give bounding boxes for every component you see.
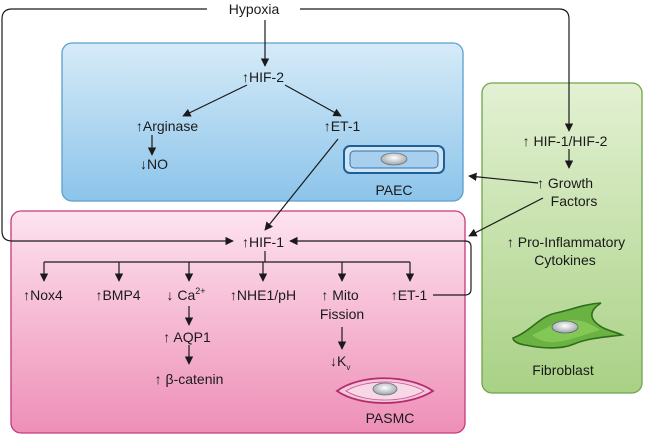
hif2-to-et1-arrow <box>284 84 342 117</box>
fibro-cytokines-label-1: ↑ Pro-Inflammatory <box>507 234 625 250</box>
paec-arginase-label: ↑Arginase <box>136 118 198 134</box>
pasmc-nhe1-label: ↑NHE1/pH <box>230 287 296 303</box>
et1-feedback-arrow <box>289 236 472 296</box>
hif2-to-arginase-arrow <box>182 84 248 117</box>
fibro-growth-label-2: Factors <box>551 193 598 209</box>
paec-hif2-label: ↑HIF-2 <box>242 69 284 85</box>
smooth-muscle-cell-icon <box>335 377 435 404</box>
pasmc-ca-label: ↓ Ca2+ <box>166 286 205 303</box>
pasmc-nox4-label: ↑Nox4 <box>23 287 63 303</box>
hypoxia-to-hif1-arrow <box>1 8 234 246</box>
pasmc-mito-label-2: Fission <box>320 306 364 322</box>
pasmc-kv-label: ↓Kv <box>330 353 350 372</box>
pasmc-et1-label: ↑ET-1 <box>391 287 428 303</box>
paec-no-label: ↓NO <box>140 156 168 172</box>
pasmc-ca-superscript: 2+ <box>195 286 205 296</box>
pasmc-panel <box>10 210 466 434</box>
endothelial-cell-icon <box>343 145 445 174</box>
pasmc-aqp1-label: ↑ AQP1 <box>163 329 211 345</box>
paec-label: PAEC <box>375 182 412 198</box>
growth-to-pasmc-arrow <box>468 197 544 237</box>
hypoxia-to-fibro-hif-arrow <box>300 8 574 132</box>
hypoxia-label: Hypoxia <box>229 1 280 17</box>
pasmc-kv-subscript: v <box>346 363 350 372</box>
pasmc-bmp4-label: ↑BMP4 <box>95 287 140 303</box>
pasmc-hif1-label: ↑HIF-1 <box>242 234 284 250</box>
fibroblast-label: Fibroblast <box>532 362 594 378</box>
pasmc-kv-text: ↓K <box>330 353 347 369</box>
paec-et1-label: ↑ET-1 <box>324 118 361 134</box>
pasmc-ca-text: ↓ Ca <box>166 287 195 303</box>
fibro-growth-label-1: ↑ Growth <box>537 175 593 191</box>
pasmc-label: PASMC <box>366 410 415 426</box>
fibro-cytokines-label-2: Cytokines <box>534 252 595 268</box>
pasmc-mito-label-1: ↑ Mito <box>321 287 359 303</box>
pasmc-catenin-label: ↑ β-catenin <box>155 371 224 387</box>
fibro-hif-label: ↑ HIF-1/HIF-2 <box>523 133 608 149</box>
growth-to-paec-arrow <box>468 172 539 184</box>
fibroblast-cell-icon <box>512 302 625 349</box>
fibroblast-panel <box>481 82 643 394</box>
paec-panel <box>61 42 464 202</box>
pathway-arrows <box>1 8 574 365</box>
et1-to-hif1-arrow <box>264 138 339 231</box>
